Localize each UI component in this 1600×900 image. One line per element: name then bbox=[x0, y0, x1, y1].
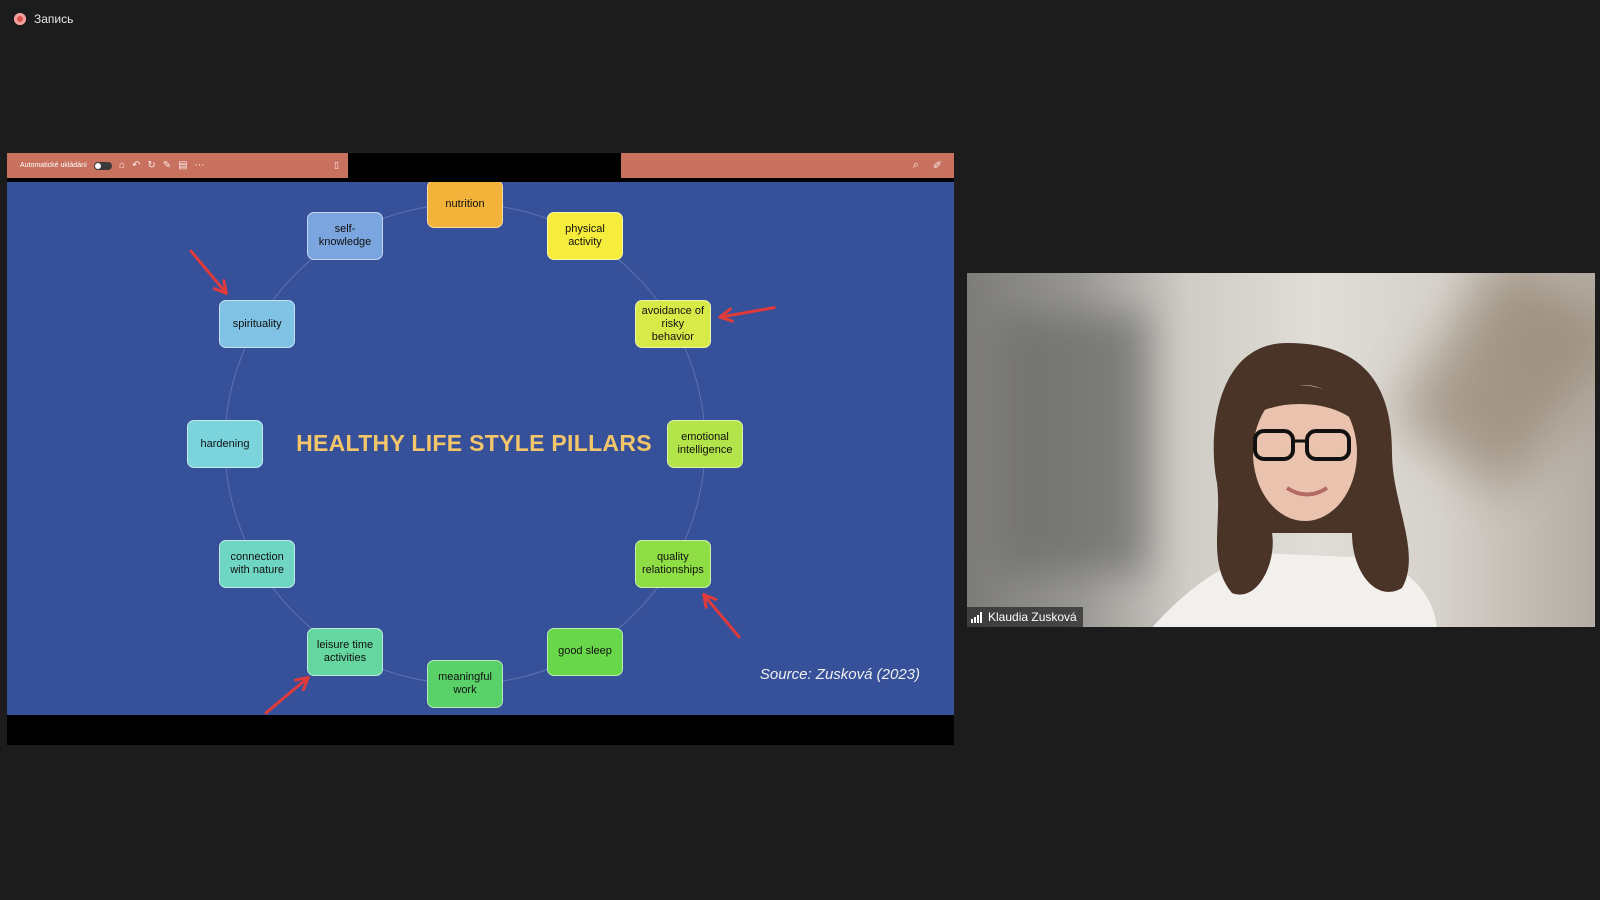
presentation-toolbar: Automatické ukládání ⌂ ↶ ↻ ✎ ▤ ⋯ ▯ ⌕ ✐ bbox=[7, 153, 954, 178]
red-arrow bbox=[718, 306, 776, 323]
pillar-nutrition: nutrition bbox=[427, 182, 503, 228]
pillar-self-knowledge: self-knowledge bbox=[307, 212, 383, 261]
pillar-physical-activity: physical activity bbox=[547, 212, 623, 261]
pen-icon[interactable]: ✐ bbox=[932, 160, 942, 172]
recording-indicator[interactable]: Запись bbox=[14, 12, 73, 26]
participant-name: Klaudia Zusková bbox=[988, 610, 1077, 624]
pillar-leisure-time-activities: leisure time activities bbox=[307, 627, 383, 676]
pillar-emotional-intelligence: emotional intelligence bbox=[667, 420, 743, 468]
background-shelf bbox=[997, 313, 1147, 573]
shared-screen: Automatické ukládání ⌂ ↶ ↻ ✎ ▤ ⋯ ▯ ⌕ ✐ n… bbox=[7, 153, 954, 745]
pillar-hardening: hardening bbox=[187, 420, 263, 468]
pillar-meaningful-work: meaningful work bbox=[427, 660, 503, 708]
pillar-quality-relationships: quality relationships bbox=[634, 540, 711, 588]
pillar-connection-with-nature: connection with nature bbox=[219, 540, 296, 588]
share-letterbox bbox=[7, 715, 954, 745]
signal-strength-icon bbox=[971, 611, 982, 623]
autosave-label: Automatické ukládání bbox=[20, 162, 87, 169]
red-arrow bbox=[264, 676, 310, 715]
pillar-avoidance-of-risky-behavior: avoidance of risky behavior bbox=[634, 300, 711, 348]
red-arrow bbox=[189, 249, 228, 295]
participant-video[interactable]: Klaudia Zusková bbox=[967, 273, 1595, 627]
pillar-good-sleep: good sleep bbox=[547, 627, 623, 676]
source-citation: Source: Zusková (2023) bbox=[759, 666, 920, 683]
pillar-spirituality: spirituality bbox=[219, 300, 296, 348]
document-icon: ▯ bbox=[334, 160, 339, 170]
redo-icon[interactable]: ↻ bbox=[147, 159, 156, 171]
undo-icon[interactable]: ↶ bbox=[131, 159, 141, 171]
save-icon[interactable]: ▤ bbox=[178, 159, 188, 171]
home-icon[interactable]: ⌂ bbox=[118, 159, 125, 171]
edit-icon[interactable]: ✎ bbox=[162, 159, 172, 171]
red-arrow bbox=[702, 593, 741, 639]
participant-name-tag: Klaudia Zusková bbox=[967, 607, 1083, 627]
record-icon bbox=[14, 13, 26, 25]
participant-person bbox=[1152, 343, 1437, 627]
redacted-title-bar bbox=[348, 153, 621, 178]
recording-label: Запись bbox=[34, 12, 74, 26]
highlight-arrows bbox=[189, 249, 776, 715]
slide-title: HEALTHY LIFE STYLE PILLARS bbox=[296, 430, 652, 456]
autosave-toggle[interactable] bbox=[93, 161, 112, 170]
more-icon[interactable]: ⋯ bbox=[194, 159, 205, 171]
search-icon[interactable]: ⌕ bbox=[912, 159, 919, 171]
